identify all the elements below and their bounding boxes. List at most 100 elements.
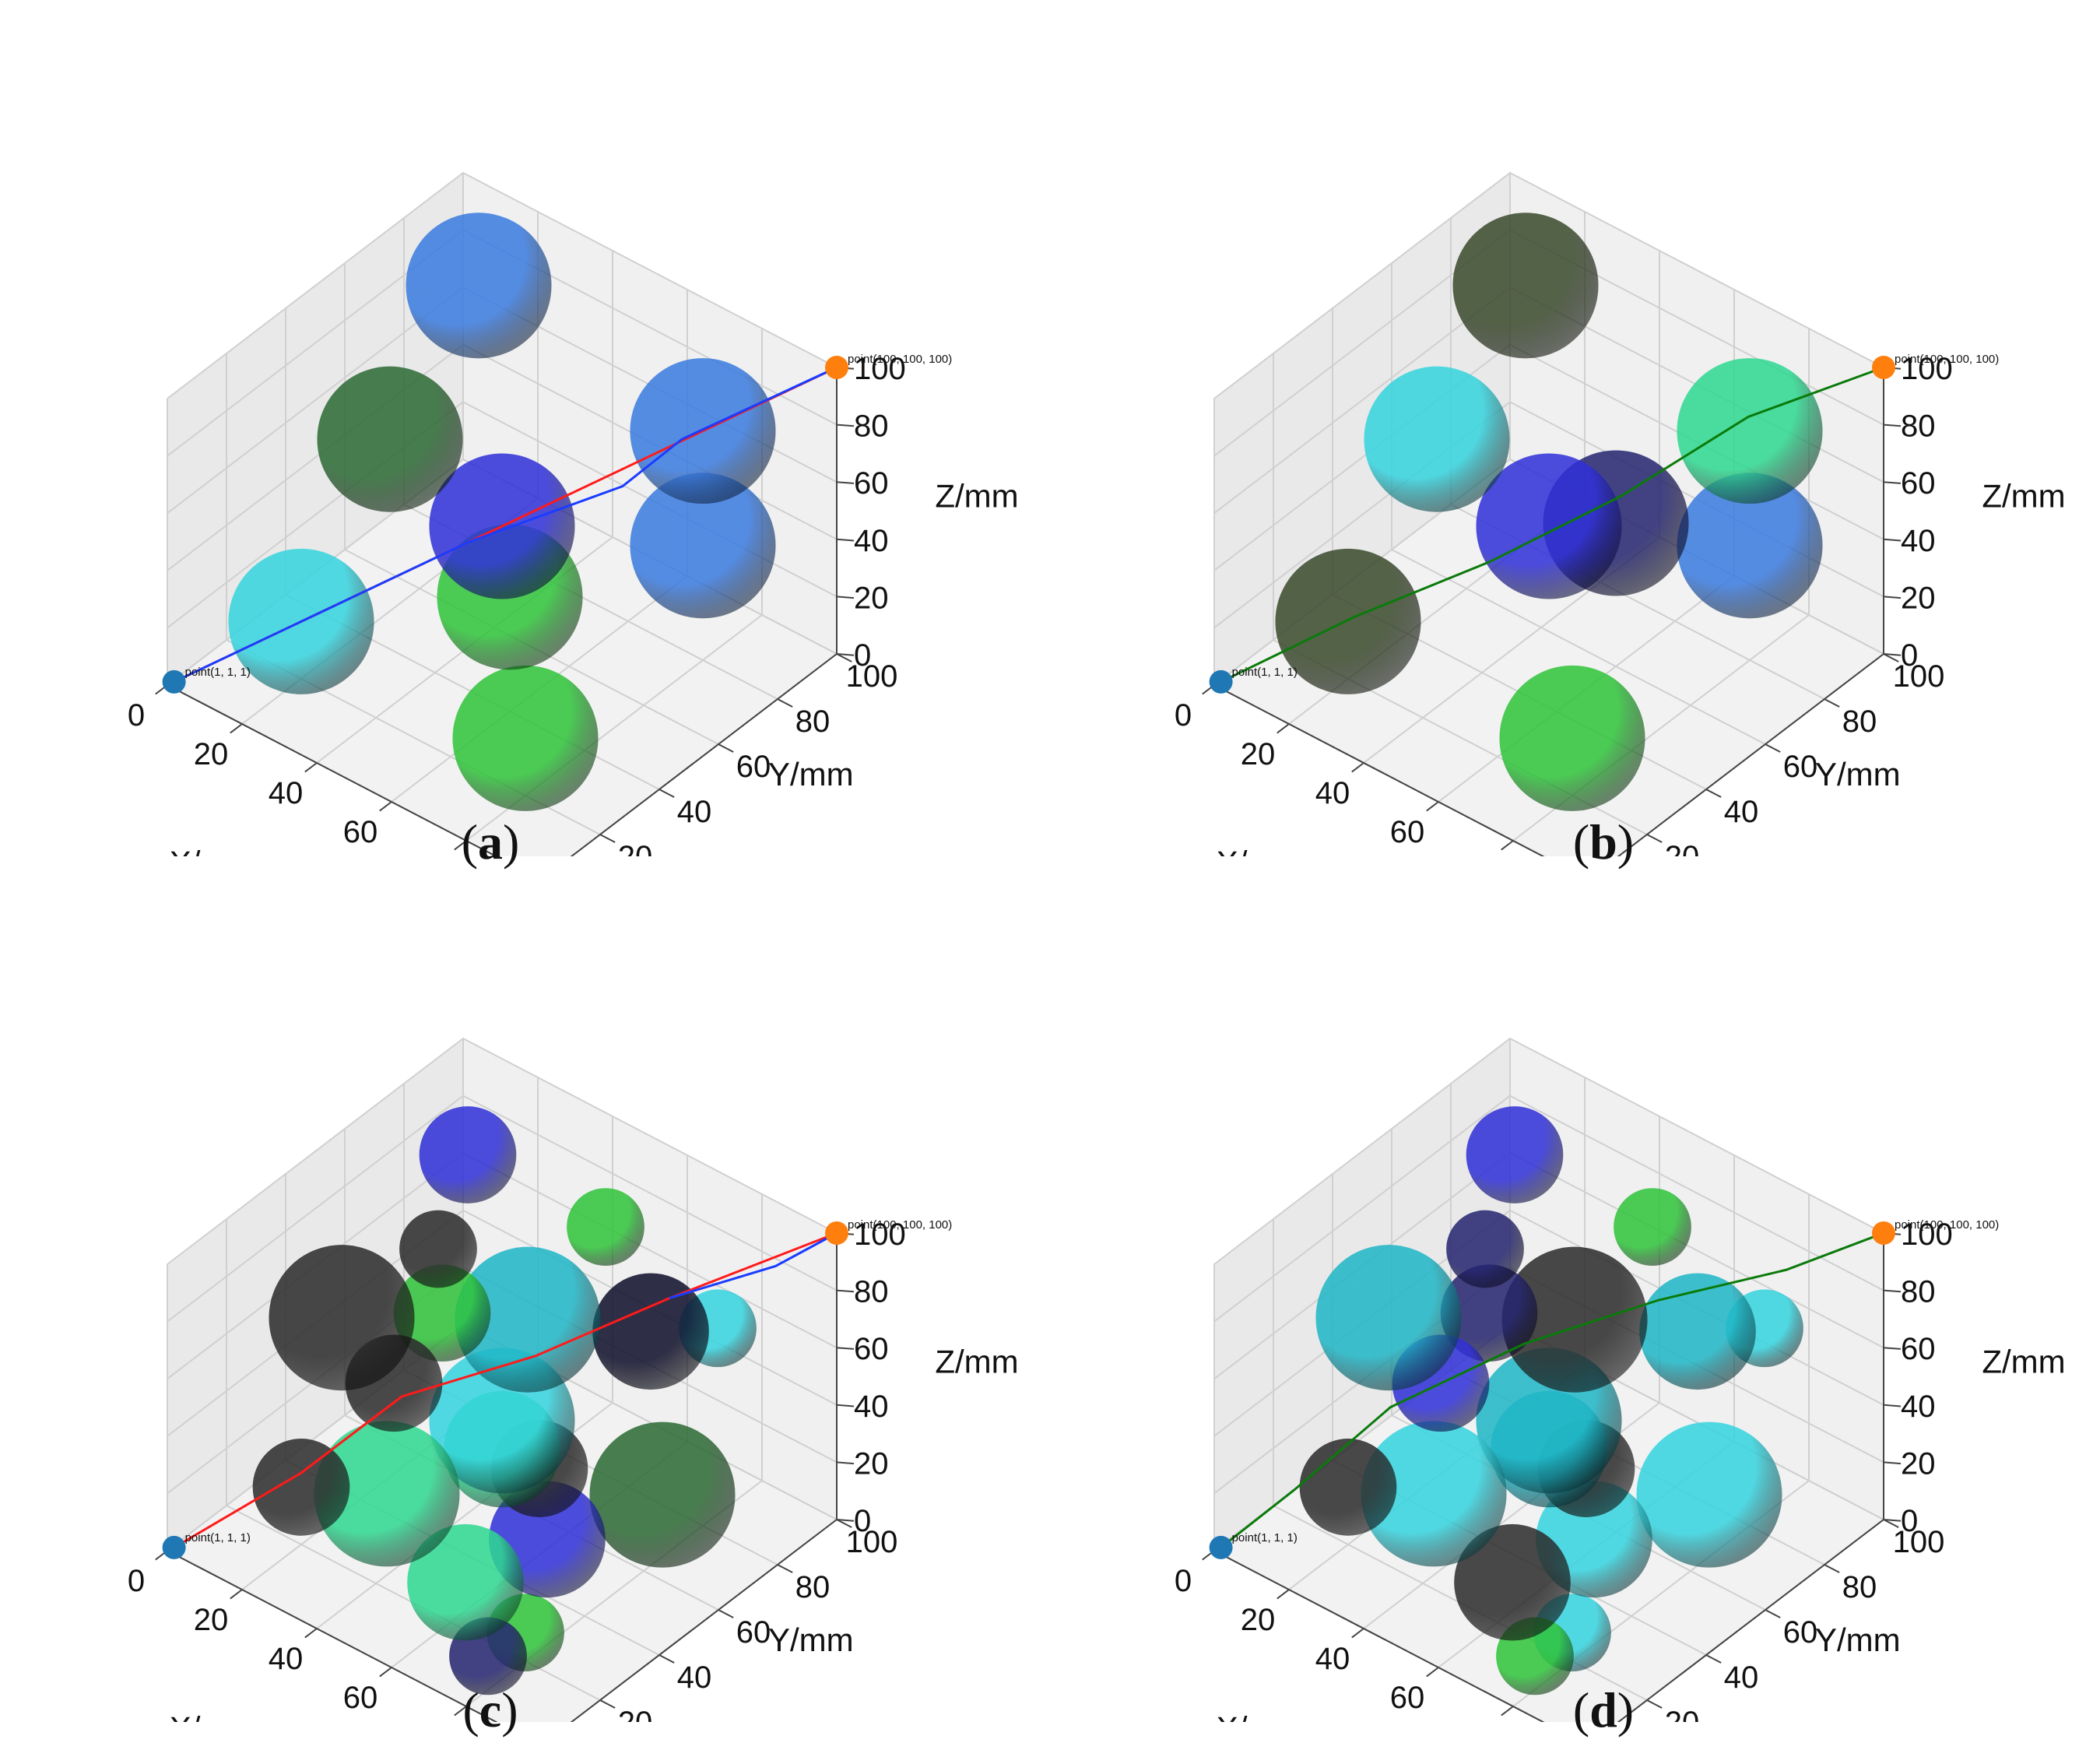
z-tick-label: 60 <box>1901 466 1936 501</box>
z-tick-mark <box>836 653 855 656</box>
x-tick-label: 40 <box>1315 776 1350 810</box>
y-tick-label: 100 <box>1893 659 1945 694</box>
grid-line <box>1509 1152 1884 1349</box>
z-tick-mark <box>1883 653 1902 656</box>
y-tick-label: 20 <box>1665 840 1700 856</box>
y-tick-label: 20 <box>618 1706 653 1722</box>
z-axis-label: Z/mm <box>1982 478 2065 515</box>
grid-line <box>1213 1038 1511 1265</box>
x-tick-label: 80 <box>1465 854 1500 856</box>
end-label: point(100, 100, 100) <box>1895 1218 1999 1232</box>
y-tick-mark <box>718 1609 734 1618</box>
y-tick-mark <box>1705 789 1722 798</box>
obstacle-sphere <box>1452 213 1599 359</box>
y-tick-label: 100 <box>1893 1525 1945 1559</box>
z-axis-label: Z/mm <box>935 478 1018 515</box>
x-tick-label: 20 <box>1241 737 1276 771</box>
y-tick-mark <box>1646 834 1663 843</box>
x-tick-label: 20 <box>1241 1603 1276 1637</box>
x-tick-mark <box>379 801 392 812</box>
obstacle-sphere <box>1454 1523 1571 1641</box>
obstacle-sphere <box>1636 1421 1782 1568</box>
obstacle-sphere <box>1364 366 1510 512</box>
x-tick-mark <box>379 1667 392 1678</box>
y-tick-mark <box>658 1654 675 1664</box>
z-tick-label: 0 <box>854 638 871 673</box>
z-tick-mark <box>1883 1519 1902 1522</box>
y-tick-mark <box>1765 1609 1781 1618</box>
obstacle-sphere <box>1501 1246 1648 1393</box>
x-tick-mark <box>1351 1628 1364 1639</box>
grid-line <box>1213 1095 1511 1323</box>
path-line <box>669 1232 838 1300</box>
caption-d: (d) <box>1572 1682 1635 1738</box>
y-axis-line <box>570 1519 838 1722</box>
end-marker <box>825 356 848 379</box>
x-tick-mark <box>1501 1706 1514 1717</box>
z-tick-mark <box>1883 1461 1902 1465</box>
y-tick-label: 60 <box>1783 1615 1818 1650</box>
y-tick-label: 80 <box>1842 1570 1877 1604</box>
y-tick-label: 40 <box>1724 795 1759 829</box>
z-tick-label: 100 <box>854 1218 906 1252</box>
y-tick-label: 80 <box>1842 705 1877 739</box>
z-tick-label: 60 <box>854 1332 889 1366</box>
z-tick-label: 80 <box>1901 409 1936 444</box>
y-tick-label: 40 <box>1724 1660 1759 1695</box>
z-tick-mark <box>1883 1404 1902 1407</box>
z-tick-label: 20 <box>1901 1446 1936 1481</box>
grid-line <box>1509 172 1884 368</box>
chart-svg: 020406080100020406080100020406080100X/mm… <box>128 1037 1019 1722</box>
path-line <box>173 366 838 683</box>
y-tick-label: 20 <box>1665 1706 1700 1722</box>
start-label: point(1, 1, 1) <box>1232 1531 1298 1544</box>
obstacle-sphere <box>1275 548 1421 694</box>
obstacle-sphere <box>317 366 463 512</box>
z-tick-label: 60 <box>854 466 889 501</box>
y-tick-mark <box>836 1519 852 1528</box>
grid-line <box>167 286 464 514</box>
obstacle-sphere <box>589 1421 736 1568</box>
z-tick-mark <box>836 481 855 484</box>
y-tick-mark <box>1824 1564 1840 1573</box>
x-axis-label: X/mm <box>1217 845 1302 856</box>
x-tick-mark <box>1426 1667 1439 1678</box>
path-line <box>1220 366 1884 683</box>
z-tick-mark <box>836 1461 855 1465</box>
end-marker <box>1872 356 1895 379</box>
caption-d-letter: d <box>1589 1682 1617 1738</box>
x-tick-label: 40 <box>1315 1642 1350 1676</box>
z-tick-label: 40 <box>1901 524 1936 558</box>
y-tick-label: 80 <box>795 1570 831 1604</box>
y-tick-label: 60 <box>1783 750 1818 784</box>
z-tick-label: 80 <box>854 1275 889 1309</box>
obstacle-sphere <box>452 665 599 811</box>
x-axis-line <box>1213 1550 1545 1722</box>
grid-line <box>462 1152 838 1349</box>
y-axis-label: Y/mm <box>1815 756 1901 792</box>
obstacle-sphere <box>567 1188 644 1266</box>
y-tick-mark <box>1765 743 1781 753</box>
z-tick-label: 0 <box>1901 638 1918 673</box>
grid-line <box>1509 1095 1884 1291</box>
x-axis-label: X/mm <box>170 1710 255 1722</box>
z-tick-mark <box>836 596 855 599</box>
y-tick-mark <box>836 653 852 662</box>
y-tick-mark <box>599 834 616 843</box>
obstacle-sphere <box>1299 1439 1397 1536</box>
chart-panel-c: 020406080100020406080100020406080100X/mm… <box>0 866 1027 1722</box>
obstacle-sphere <box>269 1245 415 1391</box>
grid-line <box>167 172 464 399</box>
end-label: point(100, 100, 100) <box>848 1218 952 1232</box>
y-axis-line <box>1617 653 1884 856</box>
z-tick-mark <box>1883 596 1902 599</box>
z-tick-label: 100 <box>854 352 906 386</box>
z-axis-label: Z/mm <box>1982 1344 2065 1380</box>
z-tick-label: 80 <box>1901 1275 1936 1309</box>
x-tick-mark <box>1426 801 1439 812</box>
y-tick-mark <box>1883 653 1899 662</box>
z-tick-mark <box>836 423 855 427</box>
y-tick-mark <box>599 1699 616 1709</box>
z-tick-label: 20 <box>854 581 889 615</box>
obstacle-sphere <box>393 1264 491 1362</box>
